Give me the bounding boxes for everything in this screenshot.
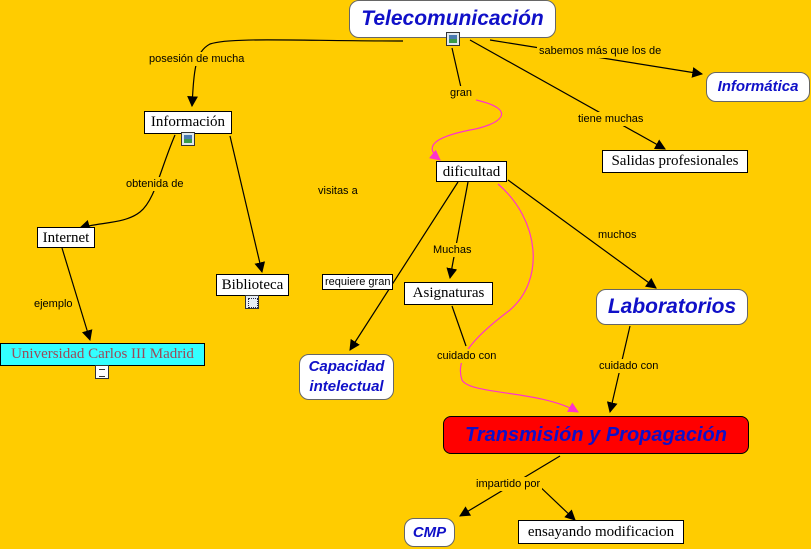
concept-laboratorios[interactable]: Laboratorios: [596, 289, 748, 325]
image-icon[interactable]: [446, 32, 460, 46]
link-informacion-biblioteca: [229, 135, 266, 274]
link-dificultad-asignaturas: [446, 181, 469, 280]
link-label-tiene-muchas: tiene muchas: [576, 112, 646, 126]
link-label-sabemos: sabemos más que los de: [537, 44, 664, 58]
concept-salidas-profesionales[interactable]: Salidas profesionales: [602, 150, 748, 173]
link-label-muchos: muchos: [596, 228, 639, 242]
link-telecom-salidas: [469, 39, 666, 150]
image-icon[interactable]: [181, 132, 195, 146]
link-telecom-gran: [451, 47, 463, 93]
concept-asignaturas[interactable]: Asignaturas: [404, 282, 493, 305]
link-telecom-informacion: [187, 39, 404, 108]
concept-informatica[interactable]: Informática: [706, 72, 810, 102]
link-label-impartido-por: impartido por: [474, 477, 543, 491]
link-label-requiere-gran: requiere gran: [322, 274, 394, 290]
link-dificultad-transmision-curve: [459, 183, 579, 413]
concept-ensayando-modificacion[interactable]: ensayando modificacion: [518, 520, 684, 544]
concept-dificultad[interactable]: dificultad: [436, 161, 507, 182]
document-icon[interactable]: [95, 365, 109, 379]
link-informacion-internet: [78, 134, 176, 231]
capacidad-line-2: intelectual: [309, 378, 384, 395]
network-icon[interactable]: [245, 295, 259, 309]
link-label-muchas: Muchas: [431, 243, 474, 257]
concept-internet[interactable]: Internet: [37, 227, 95, 248]
link-asignaturas-cuidado: [451, 305, 467, 347]
link-dificultad-laboratorios: [507, 179, 657, 289]
link-gran-dificultad-curve: [429, 99, 503, 161]
link-label-cuidado-con-asignaturas: cuidado con: [435, 349, 499, 363]
concept-informacion[interactable]: Información: [144, 111, 232, 134]
link-dificultad-capacidad: [349, 181, 459, 351]
link-label-visitas-a: visitas a: [316, 184, 360, 198]
concept-universidad-carlos-iii[interactable]: Universidad Carlos III Madrid: [0, 343, 205, 366]
concept-cmp[interactable]: CMP: [404, 518, 455, 547]
link-label-gran: gran: [448, 86, 475, 100]
link-internet-uc3m: [61, 247, 93, 342]
capacidad-line-1: Capacidad: [308, 358, 385, 375]
concept-biblioteca[interactable]: Biblioteca: [216, 274, 289, 296]
link-label-ejemplo: ejemplo: [32, 297, 75, 311]
concept-capacidad-intelectual[interactable]: Capacidad intelectual: [299, 354, 394, 400]
link-label-obtenida-de: obtenida de: [124, 177, 186, 191]
concept-transmision-propagacion[interactable]: Transmisión y Propagación: [443, 416, 749, 454]
link-label-cuidado-con-laboratorios: cuidado con: [597, 359, 661, 373]
link-label-posesion: posesión de mucha: [147, 52, 247, 66]
